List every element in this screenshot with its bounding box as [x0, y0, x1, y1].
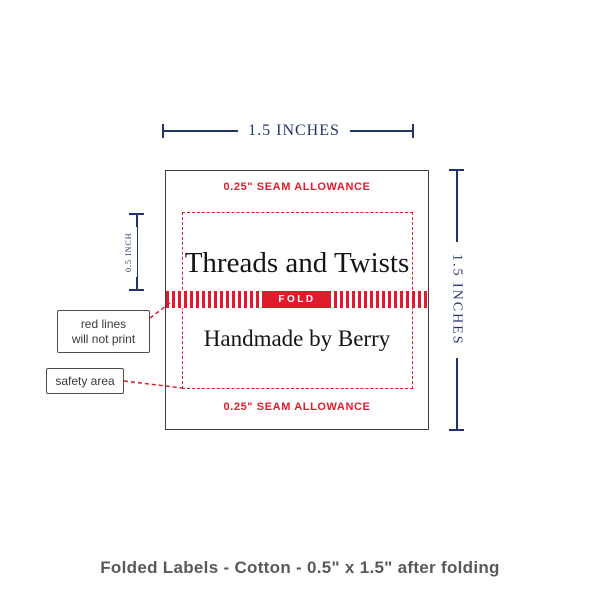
diagram-caption: Folded Labels - Cotton - 0.5" x 1.5" aft… — [100, 558, 500, 577]
right-dimension-label: 1.5 INCHES — [442, 242, 471, 358]
red-lines-callout-line2: will not print — [71, 332, 136, 346]
top-dimension-label: 1.5 INCHES — [238, 117, 350, 145]
label-outline: 0.25" SEAM ALLOWANCE Threads and Twists … — [165, 170, 429, 430]
label-text-line1: Threads and Twists — [184, 247, 410, 279]
red-lines-callout: red lines will not print — [57, 310, 150, 353]
fold-dimension-bottom-tick — [129, 289, 144, 291]
right-dimension-top-tick — [449, 169, 464, 171]
label-text-line2: Handmade by Berry — [203, 326, 391, 351]
top-dimension-left-tick — [162, 124, 164, 138]
seam-allowance-bottom-text: 0.25" SEAM ALLOWANCE — [223, 401, 371, 413]
seam-allowance-top-text: 0.25" SEAM ALLOWANCE — [223, 181, 371, 193]
fold-dimension-line — [136, 214, 138, 290]
fold-stripe-band: FOLD — [166, 291, 428, 308]
fold-dimension-label: 0.5 INCH — [120, 227, 137, 277]
top-dimension-right-tick — [412, 124, 414, 138]
right-dimension-bottom-tick — [449, 429, 464, 431]
safety-area-callout: safety area — [46, 368, 124, 394]
fold-dimension-top-tick — [129, 213, 144, 215]
fold-label-chip: FOLD — [265, 291, 329, 308]
red-lines-callout-line1: red lines — [80, 317, 127, 331]
